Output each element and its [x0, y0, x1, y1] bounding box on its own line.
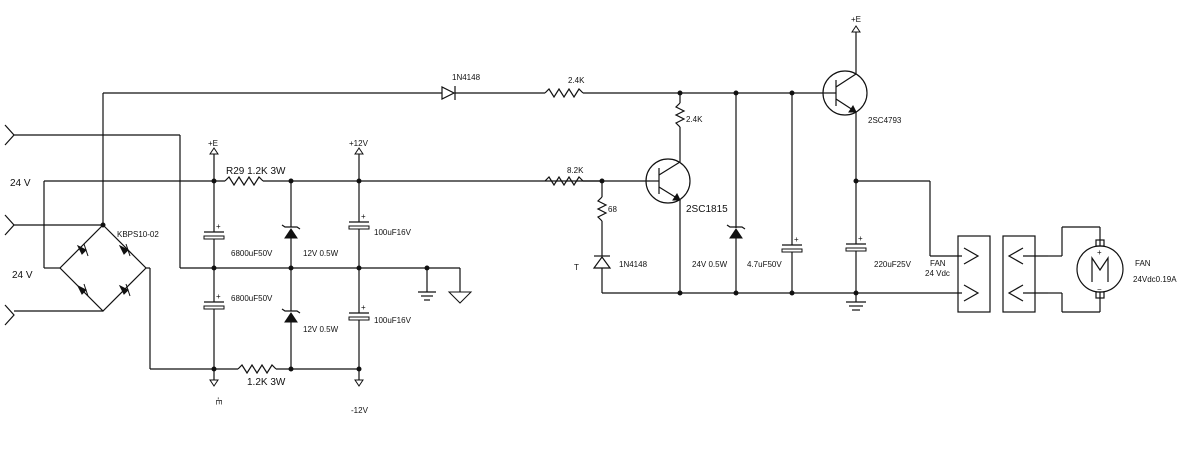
transistor-q1 [645, 135, 691, 293]
cap-220-label: 220uF25V [874, 260, 912, 269]
ground-symbol-3 [846, 301, 866, 311]
zener-bottom-label: 12V 0.5W [303, 325, 339, 334]
r29-resistor [224, 175, 264, 187]
svg-text:+: + [216, 222, 221, 231]
fan-conn-label: FAN [930, 259, 946, 268]
diode-1n4148-top [441, 86, 545, 100]
bridge-label: KBPS10-02 [117, 230, 159, 239]
input-connector-2 [4, 214, 103, 236]
r-top-label: 2.4K [568, 76, 585, 85]
fan-label: FAN [1135, 259, 1151, 268]
plus-e-q2-label: +E [851, 15, 861, 24]
zener-top-label: 12V 0.5W [303, 249, 339, 258]
plus-e-label: +E [208, 139, 218, 148]
plus-e-q2-terminal [851, 25, 861, 33]
cap-100-top-label: 100uF16V [374, 228, 412, 237]
minus-e-label: -E [214, 397, 223, 405]
t-label: T [574, 263, 579, 272]
cap-100-bottom-label: 100uF16V [374, 316, 412, 325]
cap-6800-top-label: 6800uF50V [231, 249, 273, 258]
ground-symbol-1 [418, 265, 436, 301]
svg-text:+: + [361, 212, 366, 221]
zener-24v [726, 93, 746, 293]
fan-connector-female [957, 235, 991, 313]
transistor-q2 [822, 32, 868, 244]
diode-t-1n4148 [592, 255, 612, 293]
zener-24-label: 24V 0.5W [692, 260, 728, 269]
minus-12v-terminal [354, 369, 364, 387]
fan-motor: + − [1048, 226, 1124, 313]
cap-100-top: + [348, 181, 370, 268]
cap-6800-bottom: + [203, 268, 225, 369]
fan-connector-male [1002, 235, 1048, 313]
plus-12v-label: +12V [349, 139, 369, 148]
fan-conn-voltage-label: 24 Vdc [925, 269, 950, 278]
bridge-rectifier [59, 222, 147, 312]
svg-text:+: + [1097, 248, 1102, 257]
diode-t-label: 1N4148 [619, 260, 648, 269]
q2-label: 2SC4793 [868, 116, 902, 125]
cap-4-7uf: + [781, 93, 803, 293]
svg-text:+: + [216, 292, 221, 301]
cap-220uf: + [845, 234, 867, 302]
ground-symbol-2 [447, 268, 473, 304]
r-top-resistor [544, 87, 584, 99]
cap-47-label: 4.7uF50V [747, 260, 782, 269]
cap-6800-top: + [203, 181, 225, 268]
svg-text:+: + [858, 234, 863, 243]
svg-text:+: + [794, 235, 799, 244]
input-voltage-top-label: 24 V [10, 178, 31, 189]
r-collector-label: 2.4K [686, 115, 703, 124]
r-mid-resistor [544, 175, 584, 187]
r-68-resistor [596, 181, 608, 256]
input-connector-1 [4, 124, 180, 146]
cap-6800-bottom-label: 6800uF50V [231, 294, 273, 303]
zener-top [281, 181, 301, 268]
input-voltage-bottom-label: 24 V [12, 270, 33, 281]
r29-label: R29 1.2K 3W [226, 166, 286, 177]
zener-bottom [281, 268, 301, 369]
input-connector-3 [4, 304, 103, 326]
plus-12v-terminal [354, 147, 364, 181]
r-68-label: 68 [608, 205, 617, 214]
diode-top-label: 1N4148 [452, 73, 481, 82]
q1-label: 2SC1815 [686, 204, 728, 215]
r-bottom-resistor [237, 363, 277, 375]
cap-100-bottom: + [348, 268, 370, 369]
minus-12v-label: -12V [351, 406, 369, 415]
minus-e-terminal [209, 369, 219, 387]
r-mid-label: 8.2K [567, 166, 584, 175]
svg-text:+: + [361, 303, 366, 312]
r-bottom-label: 1.2K 3W [247, 377, 286, 388]
plus-e-terminal [209, 147, 219, 181]
svg-text:−: − [1097, 285, 1102, 294]
r-collector-resistor [674, 93, 686, 135]
fan-spec-label: 24Vdc0.19A [1133, 275, 1177, 284]
